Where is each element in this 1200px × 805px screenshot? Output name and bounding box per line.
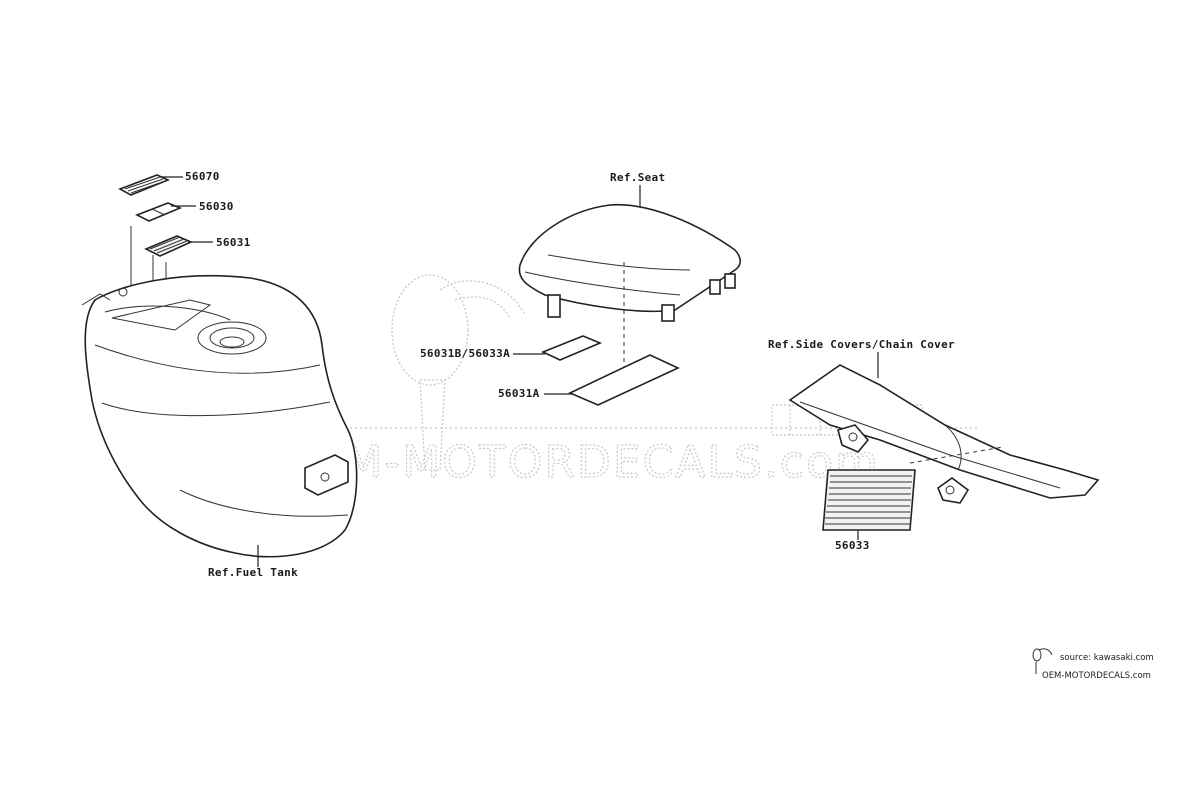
site-logo-icon bbox=[1032, 648, 1053, 674]
part-number-56031A: 56031A bbox=[498, 387, 540, 400]
decal-56030[interactable] bbox=[135, 202, 183, 222]
decal-56033[interactable] bbox=[822, 469, 916, 531]
watermark-logo-icon bbox=[391, 274, 526, 471]
seat[interactable] bbox=[518, 203, 742, 322]
part-number-56031B-56033A: 56031B/56033A bbox=[420, 347, 510, 360]
seat-group: Ref.Seat 56031B/56033A 56031A bbox=[420, 171, 742, 406]
side-covers-group: Ref.Side Covers/Chain Cover 56033 bbox=[768, 338, 1100, 552]
ref-seat-label: Ref.Seat bbox=[610, 171, 665, 184]
source-text: source: kawasaki.com bbox=[1060, 653, 1154, 663]
ref-fuel-tank-label: Ref.Fuel Tank bbox=[208, 566, 298, 579]
decal-56070[interactable] bbox=[118, 174, 171, 196]
part-number-56070: 56070 bbox=[185, 170, 220, 183]
chain-cover[interactable] bbox=[788, 364, 1100, 504]
ref-side-covers-label: Ref.Side Covers/Chain Cover bbox=[768, 338, 955, 351]
part-number-56031: 56031 bbox=[216, 236, 251, 249]
decal-56031[interactable] bbox=[144, 235, 193, 257]
source-credit: source: kawasaki.com OEM-MOTORDECALS.com bbox=[1032, 648, 1154, 681]
fuel-tank[interactable] bbox=[81, 275, 358, 558]
decal-56031A[interactable] bbox=[568, 354, 680, 406]
decal-56031B-56033A[interactable] bbox=[540, 335, 603, 361]
site-credit-text: OEM-MOTORDECALS.com bbox=[1042, 671, 1151, 681]
part-number-56030: 56030 bbox=[199, 200, 234, 213]
fuel-tank-group: 56070 56030 56031 bbox=[81, 170, 358, 579]
watermark: OEM-MOTORDECALS.com bbox=[277, 274, 980, 489]
part-number-56033: 56033 bbox=[835, 539, 870, 552]
watermark-text: OEM-MOTORDECALS.com bbox=[278, 437, 880, 488]
